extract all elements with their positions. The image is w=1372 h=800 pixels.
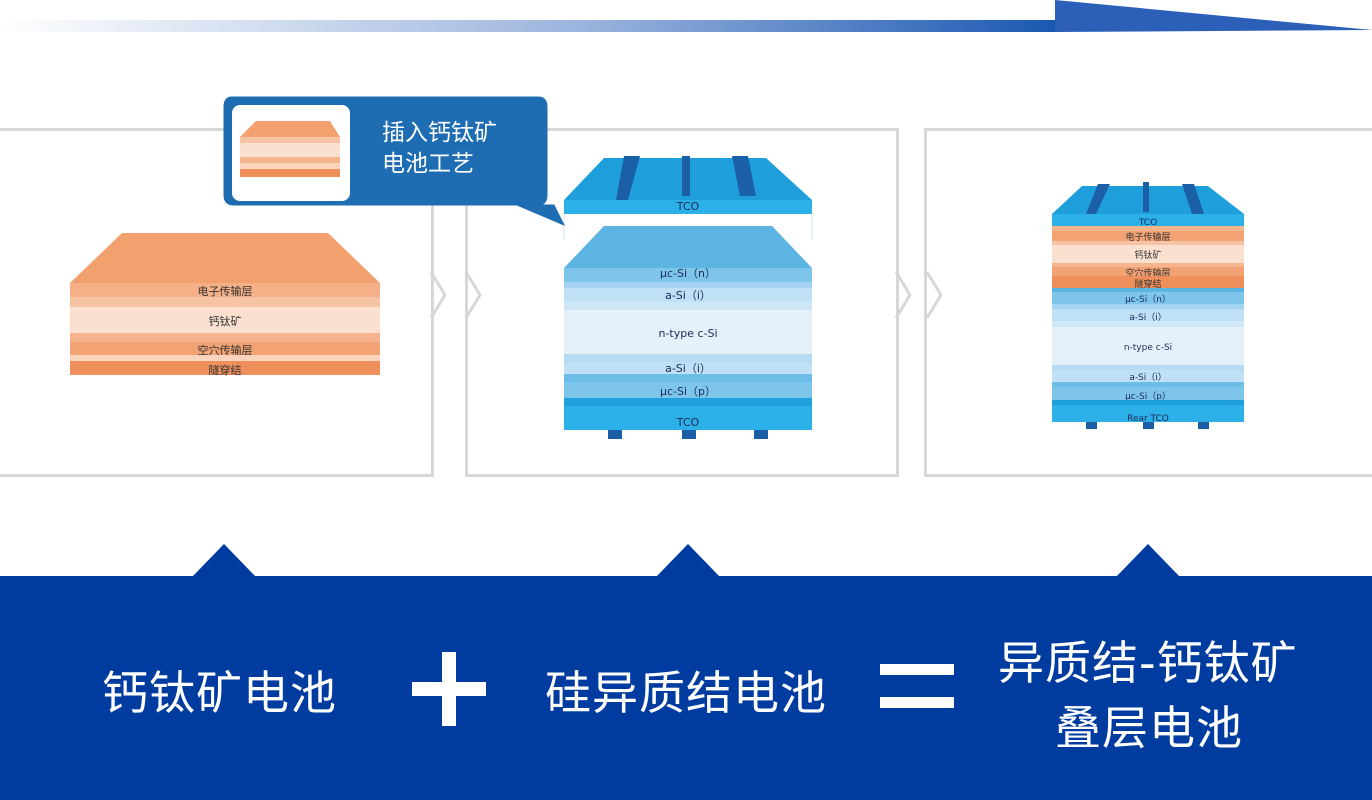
- layer-label: μc-Si（p）: [660, 385, 716, 398]
- layer-label: a-Si（i）: [1129, 372, 1166, 383]
- plus-icon: [412, 652, 486, 726]
- layer-label: a-Si（i）: [1129, 312, 1166, 323]
- layer-label: TCO: [676, 416, 700, 429]
- layer-label: TCO: [676, 200, 700, 213]
- layer-label: 隧穿结: [1134, 278, 1161, 290]
- chevron-right-icon: [894, 271, 912, 319]
- layer-label: μc-Si（n）: [660, 267, 716, 280]
- layer-label: 钙钛矿: [1134, 249, 1161, 261]
- equals-icon: [880, 664, 954, 708]
- callout-text: 插入钙钛矿 电池工艺: [382, 118, 497, 180]
- tandem-stack-diagram: TCO 电子传输层 钙钛矿 空穴传输层 隧穿结 μc-Si（n） a-Si（i）…: [1052, 182, 1244, 429]
- layer-label: 钙钛矿: [209, 314, 242, 328]
- layer-label: 电子传输层: [198, 284, 253, 298]
- layer-label: a-Si（i）: [665, 362, 711, 375]
- layer-label: 电子传输层: [1125, 231, 1170, 243]
- callout-line-2: 电池工艺: [382, 151, 474, 177]
- callout-bubble: [223, 96, 566, 226]
- result-line-2: 叠层电池: [1055, 701, 1243, 755]
- layer-label: n-type c-Si: [658, 327, 717, 340]
- equation-band: [0, 576, 1372, 800]
- perovskite-stack-diagram: 电子传输层 钙钛矿 空穴传输层 隧穿结: [70, 233, 380, 377]
- layer-label: TCO: [1138, 218, 1157, 228]
- term-hjt-cell: 硅异质结电池: [545, 666, 827, 720]
- band-pointers: [192, 544, 1180, 577]
- hjt-stack-diagram: TCO μc-Si（n） a-Si（i） n-type c-Si a-Si（i）…: [563, 156, 813, 439]
- result-line-1: 异质结-钙钛矿: [998, 636, 1298, 690]
- layer-label: 隧穿结: [209, 363, 242, 377]
- chevron-right-icon: [464, 271, 482, 319]
- layer-label: μc-Si（n）: [1125, 294, 1171, 305]
- layer-label: Rear TCO: [1127, 414, 1169, 424]
- layer-label: 空穴传输层: [198, 343, 253, 357]
- top-decor-stripe: [0, 0, 1372, 32]
- layer-label: μc-Si（p）: [1125, 391, 1171, 402]
- callout-line-1: 插入钙钛矿: [382, 120, 497, 146]
- layer-label: n-type c-Si: [1124, 343, 1172, 353]
- chevron-right-icon: [925, 271, 943, 319]
- layer-label: a-Si（i）: [665, 289, 711, 302]
- chevron-right-icon: [429, 271, 447, 319]
- term-perovskite-cell: 钙钛矿电池: [102, 666, 337, 720]
